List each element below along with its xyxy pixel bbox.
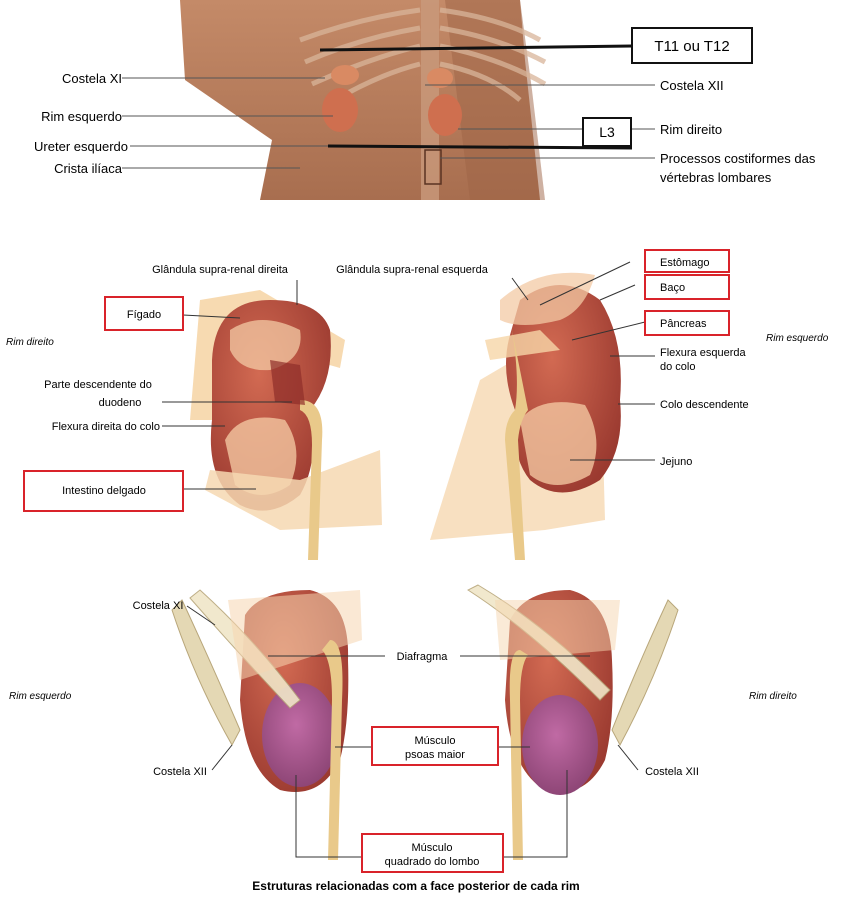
label-psoas-2: psoas maior <box>405 749 465 761</box>
label-parte-descendente-1: Parte descendente do <box>44 379 152 391</box>
label-costela-xii-left: Costela XII <box>153 766 207 778</box>
label-costela-xii-right: Costela XII <box>645 766 699 778</box>
right-kidney-anterior <box>190 290 382 560</box>
label-processos-2: vértebras lombares <box>660 170 772 185</box>
side-label-rim-esquerdo: Rim esquerdo <box>766 333 829 344</box>
label-estomago: Estômago <box>660 257 710 269</box>
label-crista-iliaca: Crista ilíaca <box>54 161 123 176</box>
label-processos-1: Processos costiformes das <box>660 151 816 166</box>
label-suprarenal-direita: Glândula supra-renal direita <box>152 264 289 276</box>
label-diafragma: Diafragma <box>397 651 449 663</box>
label-costela-xi-post: Costela XI <box>133 600 184 612</box>
t11-level-line <box>319 44 633 52</box>
l3-box <box>582 117 632 147</box>
label-suprarenal-esquerda: Glândula supra-renal esquerda <box>336 264 489 276</box>
label-quadrado-1: Músculo <box>412 842 453 854</box>
panel2-leader-lines <box>162 261 655 490</box>
label-parte-descendente-2: duodeno <box>99 397 142 409</box>
label-rim-direito: Rim direito <box>660 122 722 137</box>
box-l3-label: L3 <box>599 124 615 140</box>
label-rim-esquerdo: Rim esquerdo <box>41 109 122 124</box>
t11-box <box>631 27 753 64</box>
label-flexura-direita: Flexura direita do colo <box>52 421 160 433</box>
label-psoas-1: Músculo <box>415 735 456 747</box>
right-kidney-posterior <box>466 584 679 860</box>
box-t11-label: T11 ou T12 <box>654 38 729 55</box>
label-quadrado-2: quadrado do lombo <box>385 856 480 868</box>
label-pancreas: Pâncreas <box>660 318 707 330</box>
label-flexura-esquerda-1: Flexura esquerda <box>660 347 746 359</box>
label-baco: Baço <box>660 282 685 294</box>
panel3-leader-lines <box>186 605 639 858</box>
panel1-leader-lines <box>122 77 655 169</box>
label-costela-xii: Costela XII <box>660 78 724 93</box>
label-figado: Fígado <box>127 309 161 321</box>
figure-caption: Estruturas relacionadas com a face poste… <box>252 879 579 893</box>
side-label-rim-esquerdo-post: Rim esquerdo <box>9 691 72 702</box>
label-flexura-esquerda-2: do colo <box>660 361 695 373</box>
label-intestino-delgado: Intestino delgado <box>62 485 146 497</box>
back-illustration <box>180 0 547 200</box>
left-kidney-anterior <box>430 272 621 560</box>
label-costela-xi: Costela XI <box>62 71 122 86</box>
left-kidney-posterior <box>171 589 362 860</box>
label-colo-descendente: Colo descendente <box>660 399 749 411</box>
panel2-highlight-boxes <box>23 249 730 512</box>
label-jejuno: Jejuno <box>660 456 692 468</box>
l3-level-line <box>327 144 633 150</box>
label-ureter-esquerdo: Ureter esquerdo <box>34 139 128 154</box>
side-label-rim-direito: Rim direito <box>6 337 54 348</box>
side-label-rim-direito-post: Rim direito <box>749 691 797 702</box>
panel3-highlight-boxes <box>361 726 504 873</box>
